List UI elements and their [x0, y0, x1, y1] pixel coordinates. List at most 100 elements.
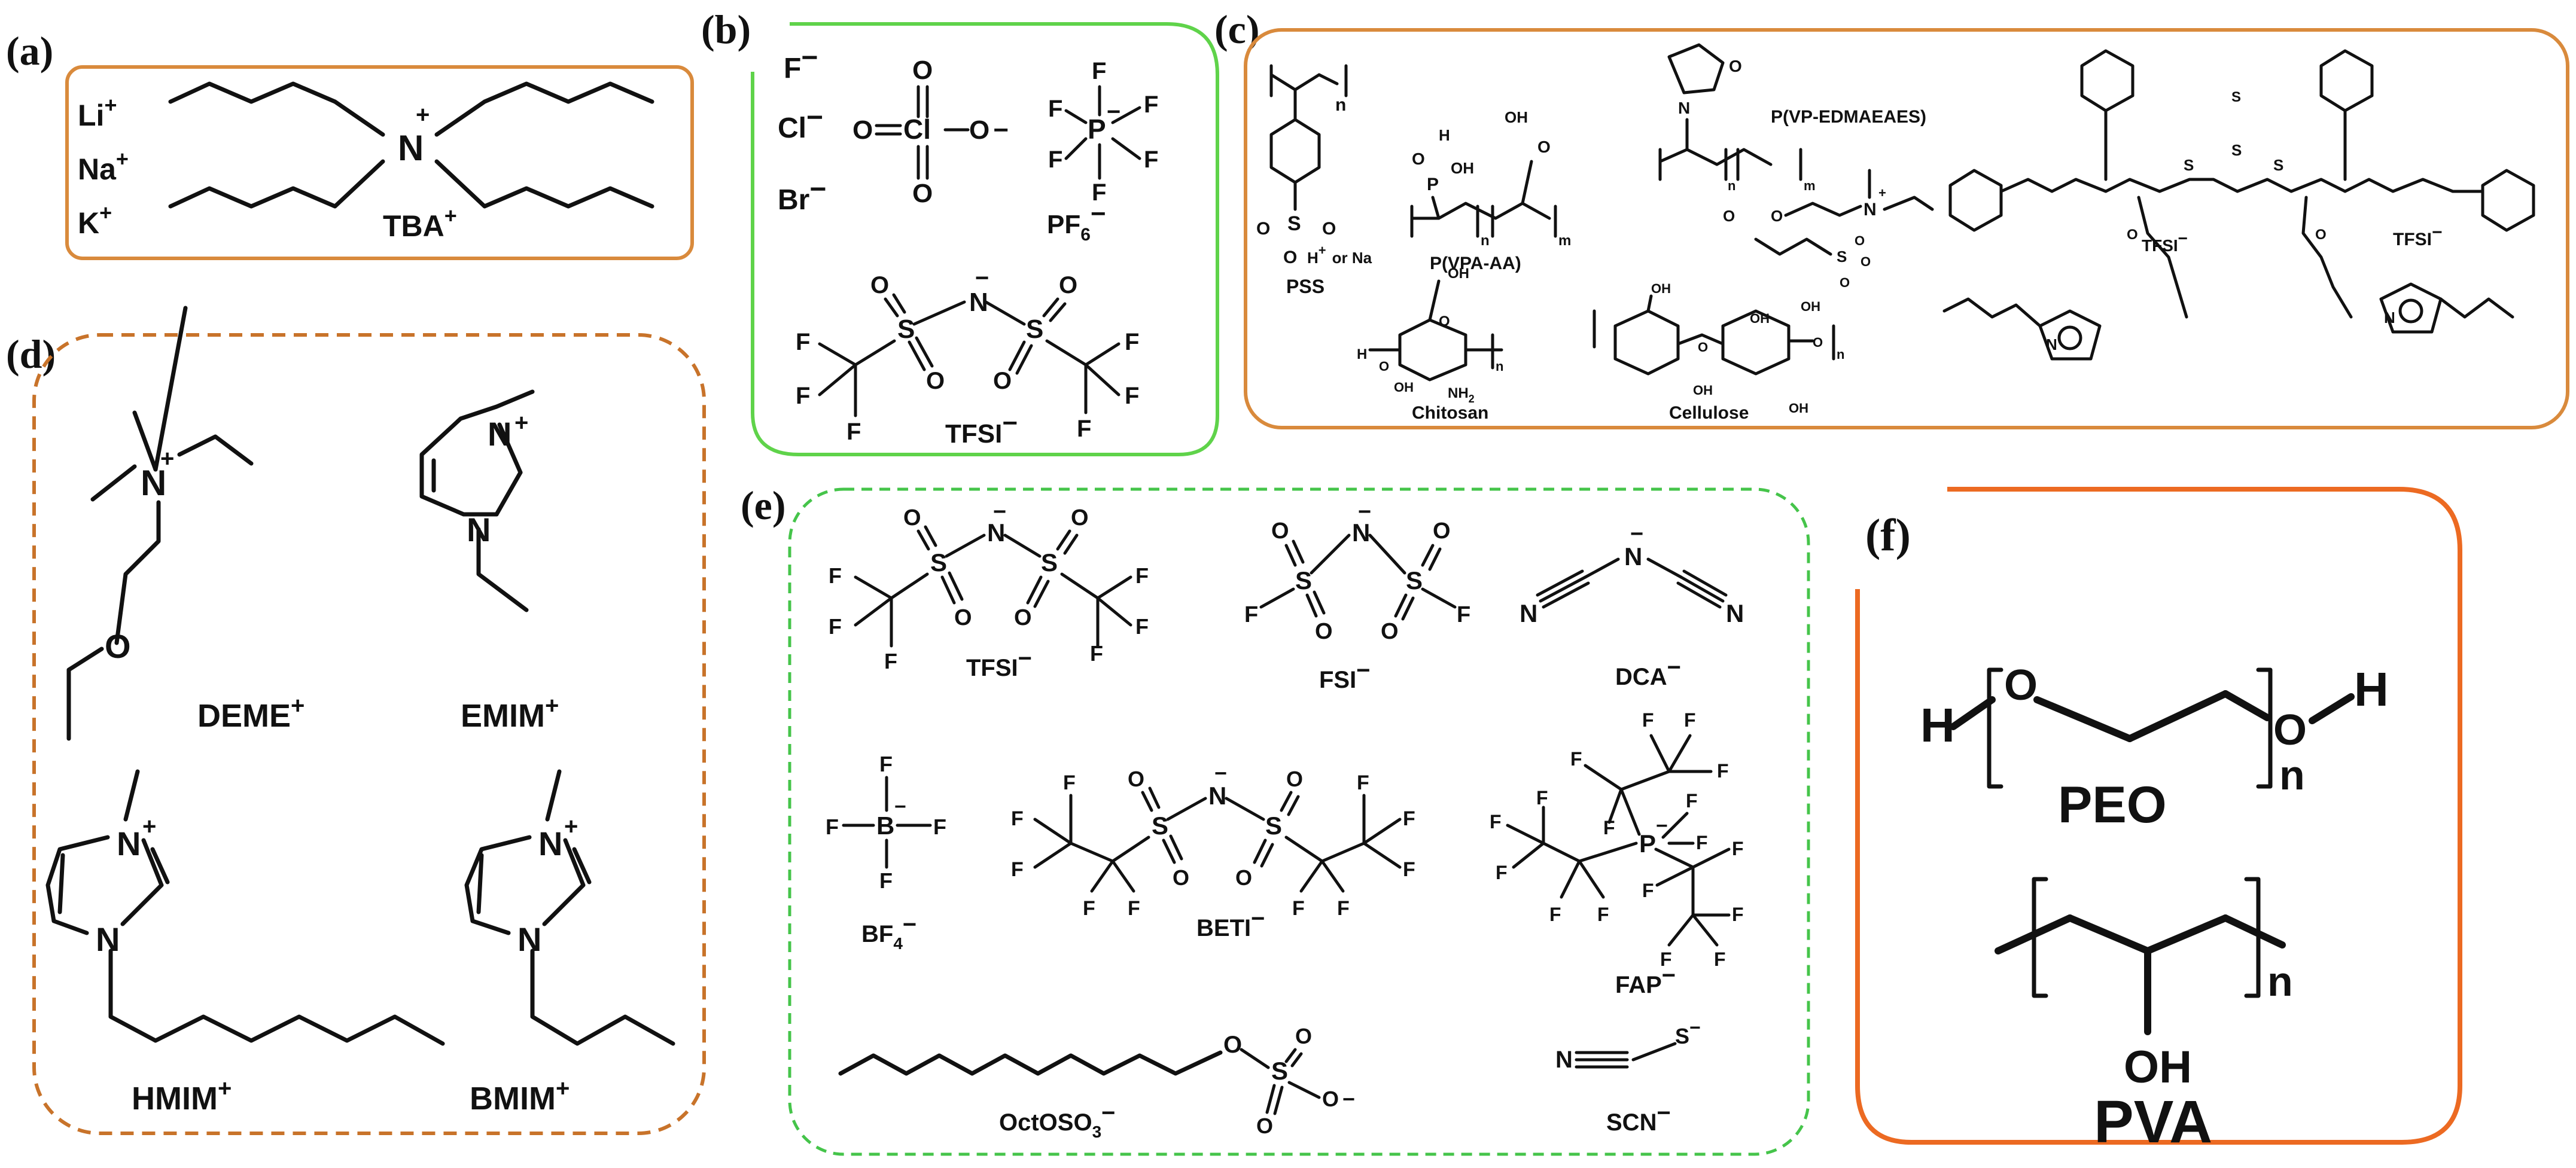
svg-text:O: O: [1723, 207, 1735, 225]
svg-text:O: O: [2273, 706, 2307, 754]
svg-text:n: n: [1728, 178, 1735, 193]
svg-text:F: F: [1292, 897, 1305, 920]
alkali-cations: Li+ Na+ K+: [78, 93, 129, 240]
panel-b: (b) F− Cl− Br− Cl O O O O− P − F F F F F…: [701, 7, 1219, 456]
svg-text:O: O: [1537, 138, 1551, 156]
cation-k: K+: [78, 200, 112, 240]
fsi-label: FSI−: [1319, 657, 1371, 693]
svg-text:F: F: [1144, 92, 1158, 118]
svg-text:−: −: [1358, 499, 1371, 524]
svg-text:N: N: [467, 511, 491, 548]
svg-text:O−: O−: [1322, 1087, 1355, 1111]
panel-d-frame: [32, 333, 706, 1135]
dca-label: DCA−: [1615, 654, 1681, 690]
svg-text:F: F: [1570, 748, 1582, 770]
svg-text:O: O: [1286, 767, 1303, 791]
pvp-edmaeaes-label: P(VP-EDMAEAES): [1771, 107, 1926, 127]
svg-text:H: H: [2354, 663, 2389, 716]
svg-text:F: F: [1144, 147, 1158, 173]
svg-text:F: F: [829, 614, 842, 639]
svg-text:OH: OH: [1801, 299, 1820, 314]
svg-text:N: N: [1624, 542, 1642, 571]
svg-text:O: O: [1235, 865, 1252, 890]
svg-text:O: O: [1014, 605, 1032, 630]
svg-text:O: O: [1412, 150, 1425, 168]
svg-text:N: N: [2046, 336, 2057, 353]
svg-text:N: N: [1520, 599, 1537, 627]
svg-text:F: F: [1011, 807, 1024, 830]
tfsi-structure-b: N − S S O O O O F F F F F: [796, 265, 1139, 449]
pss-structure: n S O O O H+or Na PSS: [1256, 64, 1372, 297]
perchlorate-o-top: O: [912, 56, 933, 85]
svg-text:N: N: [1352, 519, 1370, 547]
peo-label: PEO: [2058, 776, 2167, 834]
anion-f: F−: [784, 42, 818, 84]
anion-br: Br−: [778, 173, 826, 216]
svg-text:O: O: [1771, 207, 1783, 225]
beti-structure: N − S S O O O O F F F F F: [1011, 761, 1415, 941]
tfsi-label-b: TFSI−: [945, 408, 1018, 449]
svg-text:F: F: [1135, 563, 1149, 588]
svg-text:B: B: [876, 812, 894, 840]
fsi-structure: N − S S O O O O F F FSI−: [1244, 499, 1470, 693]
svg-text:P: P: [1639, 830, 1656, 858]
hmim-label: HMIM+: [132, 1075, 232, 1117]
svg-text:F: F: [1403, 807, 1415, 830]
svg-text:P: P: [1427, 175, 1439, 194]
svg-text:OH: OH: [1693, 383, 1713, 398]
svg-text:O: O: [1379, 359, 1389, 374]
cation-li: Li+: [78, 93, 117, 132]
svg-text:F: F: [1063, 771, 1076, 794]
pvpa-aa-label: P(VPA-AA): [1430, 254, 1521, 273]
svg-text:OH: OH: [2124, 1042, 2192, 1093]
svg-text:n: n: [1496, 359, 1503, 374]
polymer-tfsi-structure: S S S S O O N N TFSI− TFSI−: [1942, 49, 2535, 361]
bf4-structure: B − F F F F BF4−: [826, 752, 946, 953]
svg-text:O: O: [926, 368, 945, 394]
svg-text:F: F: [1092, 58, 1106, 84]
svg-text:F: F: [847, 419, 861, 445]
svg-text:F: F: [1083, 897, 1095, 920]
svg-text:F: F: [1048, 147, 1062, 173]
svg-text:+: +: [1878, 185, 1886, 200]
emim-structure: N + N EMIM+: [419, 389, 559, 734]
cellulose-label: Cellulose: [1669, 403, 1749, 423]
svg-text:O: O: [1439, 313, 1450, 330]
svg-text:OH: OH: [1789, 401, 1808, 416]
perchlorate-structure: Cl O O O O−: [852, 56, 1009, 208]
svg-text:F: F: [1077, 416, 1091, 442]
svg-text:F: F: [796, 383, 810, 409]
svg-text:O: O: [1173, 865, 1189, 890]
svg-text:F: F: [1717, 760, 1729, 782]
perchlorate-o-bottom: O: [912, 179, 933, 208]
svg-text:+: +: [160, 446, 174, 472]
svg-text:+: +: [564, 813, 578, 840]
svg-text:F: F: [1125, 329, 1139, 355]
svg-text:m: m: [1804, 178, 1816, 193]
svg-text:N: N: [488, 415, 511, 453]
svg-text:O: O: [954, 605, 972, 630]
peo-bracket-right: [2256, 667, 2273, 789]
panel-e-letter: (e): [741, 483, 785, 528]
panel-f-letter: (f): [1865, 510, 1911, 560]
tba-chain-3: [434, 81, 654, 137]
panel-b-frame: [751, 22, 1219, 456]
svg-text:F: F: [829, 563, 842, 588]
svg-text:N: N: [1726, 599, 1744, 627]
tba-label: TBA+: [383, 203, 457, 243]
svg-text:S: S: [1295, 566, 1312, 594]
svg-text:F: F: [933, 815, 946, 839]
svg-text:F: F: [1357, 771, 1369, 794]
svg-text:O: O: [1698, 340, 1708, 355]
deme-structure: N + O DEME+: [66, 306, 305, 741]
svg-text:F: F: [1642, 880, 1654, 901]
perchlorate-o-right: O−: [969, 115, 1009, 145]
svg-text:F: F: [1714, 949, 1726, 970]
svg-text:F: F: [1660, 949, 1672, 970]
svg-text:F: F: [1135, 614, 1149, 639]
svg-text:F: F: [1244, 602, 1258, 627]
hmim-structure: N + N HMIM+: [45, 769, 445, 1117]
svg-text:O: O: [1861, 254, 1871, 269]
svg-text:O: O: [2315, 227, 2327, 243]
pf6-label: PF6−: [1047, 199, 1106, 245]
